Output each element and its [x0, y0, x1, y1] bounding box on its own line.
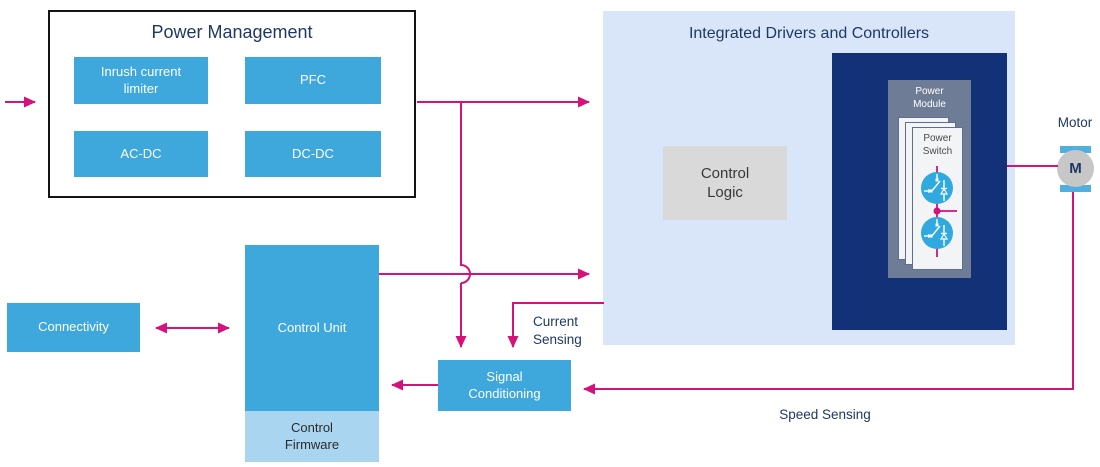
motor-symbol: M — [1069, 160, 1082, 177]
block-inrush-current-limiter: Inrush current limiter — [74, 57, 208, 104]
power-stage-block: Power Module Power Switch — [832, 53, 1007, 330]
control-unit-label: Control Unit — [277, 319, 347, 335]
current-sensing-label: Current Sensing — [533, 314, 582, 347]
power-module-block: Power Module Power Switch — [888, 80, 971, 278]
control-firmware-label: Control Firmware — [284, 419, 340, 452]
block-dc-dc-label: DC-DC — [292, 145, 334, 161]
block-pfc-label: PFC — [300, 72, 326, 88]
power-branch-arrow — [461, 102, 470, 347]
control-logic-block: Control Logic — [663, 146, 787, 220]
connectivity-block: Connectivity — [7, 303, 140, 352]
power-module-label: Power Module — [913, 86, 946, 110]
power-switch-label: Power Switch — [922, 133, 953, 157]
power-management-box: Power Management Inrush current limiter … — [48, 10, 416, 198]
signal-conditioning-block: Signal Conditioning — [438, 360, 571, 411]
speed-sensing-label: Speed Sensing — [779, 407, 871, 422]
block-ac-dc-label: AC-DC — [120, 145, 162, 161]
block-dc-dc: DC-DC — [245, 131, 381, 177]
connectivity-label: Connectivity — [38, 319, 109, 335]
block-pfc: PFC — [245, 57, 381, 104]
integrated-drivers-panel: Integrated Drivers and Controllers Contr… — [603, 11, 1015, 345]
signal-conditioning-label: Signal Conditioning — [468, 369, 541, 401]
motor-icon: M — [1057, 150, 1094, 187]
motor-cap-top — [1060, 146, 1091, 153]
power-switch-card: Power Switch — [912, 127, 963, 270]
block-ac-dc: AC-DC — [74, 131, 208, 177]
motor-label: Motor — [1057, 115, 1093, 130]
control-logic-label: Control Logic — [700, 164, 750, 202]
power-management-title: Power Management — [151, 22, 313, 42]
control-firmware-block: Control Firmware — [245, 411, 379, 462]
block-inrush-current-limiter-label: Inrush current limiter — [100, 64, 182, 96]
integrated-drivers-title: Integrated Drivers and Controllers — [688, 25, 930, 42]
motor-cap-bottom — [1060, 185, 1091, 192]
control-unit-block: Control Unit — [245, 245, 379, 411]
